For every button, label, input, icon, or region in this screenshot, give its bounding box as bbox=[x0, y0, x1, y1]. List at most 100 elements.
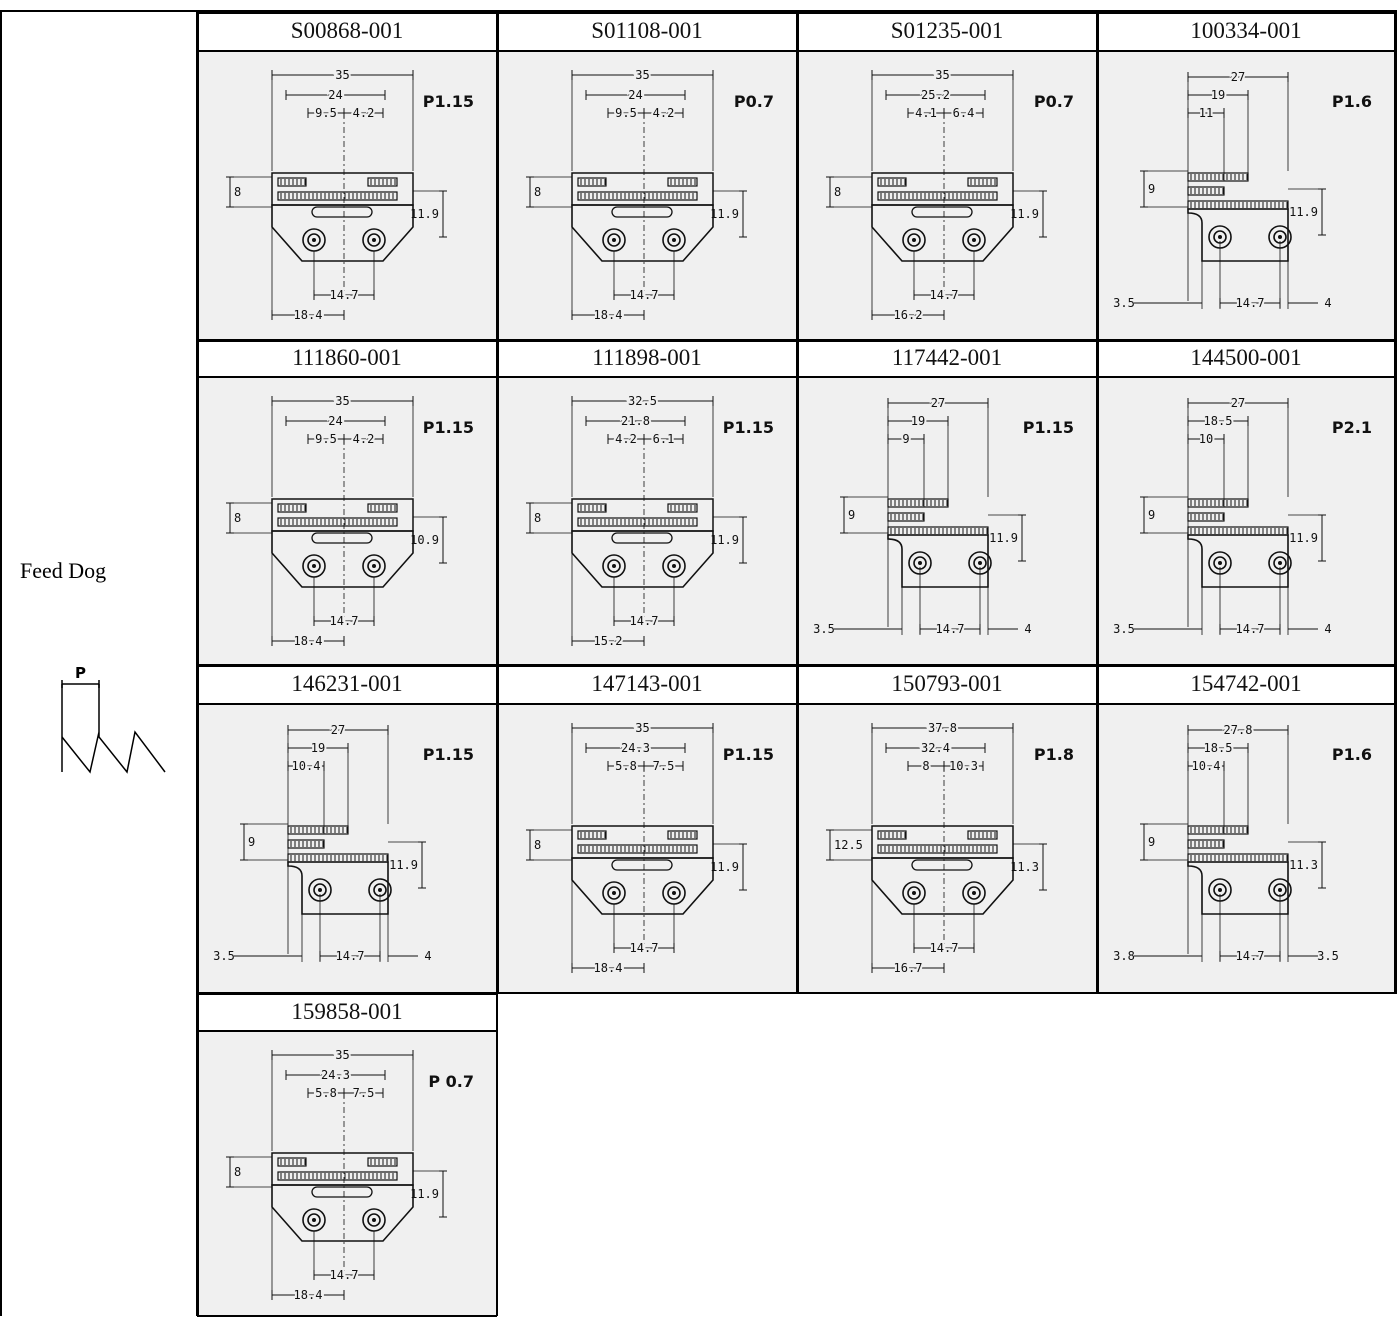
header-divider bbox=[497, 703, 797, 705]
header-divider bbox=[197, 376, 497, 378]
dimension-label: 3.5 bbox=[213, 949, 235, 963]
dimension-label: 3.8 bbox=[1113, 949, 1135, 963]
part-number: S01235-001 bbox=[890, 18, 1004, 43]
cell-border bbox=[797, 12, 1097, 14]
part-number: S01108-001 bbox=[591, 18, 703, 43]
dimension-label: 14.7 bbox=[936, 622, 965, 636]
dimension-label: 11.9 bbox=[1289, 531, 1318, 545]
dimension-label: 18.5 bbox=[1204, 741, 1233, 755]
dimension-label: 19 bbox=[1211, 88, 1225, 102]
dimension-label: 8 bbox=[234, 511, 241, 525]
feed-dog-body bbox=[1187, 534, 1289, 588]
feed-teeth bbox=[877, 830, 907, 840]
feed-dog-body bbox=[1187, 861, 1289, 915]
feed-teeth bbox=[877, 177, 907, 187]
dimension-label: 4 bbox=[1324, 296, 1331, 310]
cell-border bbox=[1097, 340, 1099, 665]
feed-teeth bbox=[1187, 498, 1249, 508]
dimension-label: 11 bbox=[1199, 106, 1213, 120]
feed-teeth bbox=[577, 830, 607, 840]
feed-teeth bbox=[887, 498, 949, 508]
cell-border bbox=[1097, 12, 1395, 14]
feed-teeth bbox=[577, 191, 698, 201]
dimension-label: 9.5 bbox=[315, 432, 337, 446]
dimension-label: 18.4 bbox=[594, 308, 623, 322]
dimension-label: 14.7 bbox=[630, 941, 659, 955]
feed-teeth bbox=[1187, 825, 1249, 835]
dimension-label: 27 bbox=[1231, 396, 1245, 410]
cell-border bbox=[1097, 665, 1099, 993]
feed-dog-base bbox=[271, 1184, 414, 1242]
table-border-left bbox=[0, 10, 2, 1316]
dimension-label: 10.3 bbox=[949, 759, 978, 773]
cell-border bbox=[797, 665, 799, 993]
feed-teeth bbox=[287, 825, 349, 835]
section-label: Feed Dog bbox=[20, 558, 107, 583]
dimension-label: P1.6 bbox=[1332, 92, 1372, 111]
dimension-label: 11.9 bbox=[710, 533, 739, 547]
feed-dog-body bbox=[287, 861, 389, 915]
dimension-label: 24 bbox=[328, 88, 342, 102]
dimension-label: 11.9 bbox=[389, 858, 418, 872]
dimension-label: 14.7 bbox=[1236, 296, 1265, 310]
cell-border bbox=[1097, 992, 1395, 994]
cell-border bbox=[1394, 340, 1396, 665]
dimension-label: 4 bbox=[424, 949, 431, 963]
part-number: 100334-001 bbox=[1190, 18, 1302, 43]
dimension-label: 4.2 bbox=[615, 432, 637, 446]
dimension-label: 27 bbox=[1231, 70, 1245, 84]
dimension-label: 11.9 bbox=[1289, 205, 1318, 219]
dimension-label: 11.3 bbox=[1010, 860, 1039, 874]
dimension-label: 18.5 bbox=[1204, 414, 1233, 428]
dimension-label: 4.2 bbox=[353, 106, 375, 120]
dimension-label: 25.2 bbox=[921, 88, 950, 102]
header-divider bbox=[197, 50, 497, 52]
header-divider bbox=[497, 50, 797, 52]
cell-border bbox=[1097, 340, 1395, 342]
feed-teeth bbox=[1187, 512, 1225, 522]
feed-teeth bbox=[667, 830, 698, 840]
dimension-label: 9.5 bbox=[315, 106, 337, 120]
feed-dog-base bbox=[571, 857, 714, 915]
dimension-label: 4 bbox=[1024, 622, 1031, 636]
part-number: 154742-001 bbox=[1190, 671, 1302, 696]
dimension-label: 14.7 bbox=[330, 614, 359, 628]
dimension-label: 7.5 bbox=[653, 759, 675, 773]
header-divider bbox=[797, 703, 1097, 705]
feed-teeth bbox=[577, 517, 698, 527]
cell-border bbox=[197, 340, 497, 342]
header-divider bbox=[197, 703, 497, 705]
feed-teeth bbox=[667, 177, 698, 187]
header-divider bbox=[1097, 50, 1395, 52]
dimension-label: 24 bbox=[328, 414, 342, 428]
dimension-label: 3.5 bbox=[1113, 296, 1135, 310]
dimension-label: P1.15 bbox=[423, 418, 474, 437]
dimension-label: 19 bbox=[911, 414, 925, 428]
feed-teeth bbox=[277, 517, 398, 527]
cell-border bbox=[197, 340, 199, 665]
dimension-label: P1.8 bbox=[1034, 745, 1074, 764]
dimension-label: 27 bbox=[931, 396, 945, 410]
pitch-symbol: P bbox=[75, 664, 86, 682]
dimension-label: 14.7 bbox=[1236, 949, 1265, 963]
feed-teeth bbox=[277, 1171, 398, 1181]
cell-border bbox=[1394, 665, 1396, 993]
dimension-label: 5.8 bbox=[315, 1086, 337, 1100]
dimension-label: 16.7 bbox=[894, 961, 923, 975]
dimension-label: 9 bbox=[848, 508, 855, 522]
dimension-label: 14.7 bbox=[1236, 622, 1265, 636]
